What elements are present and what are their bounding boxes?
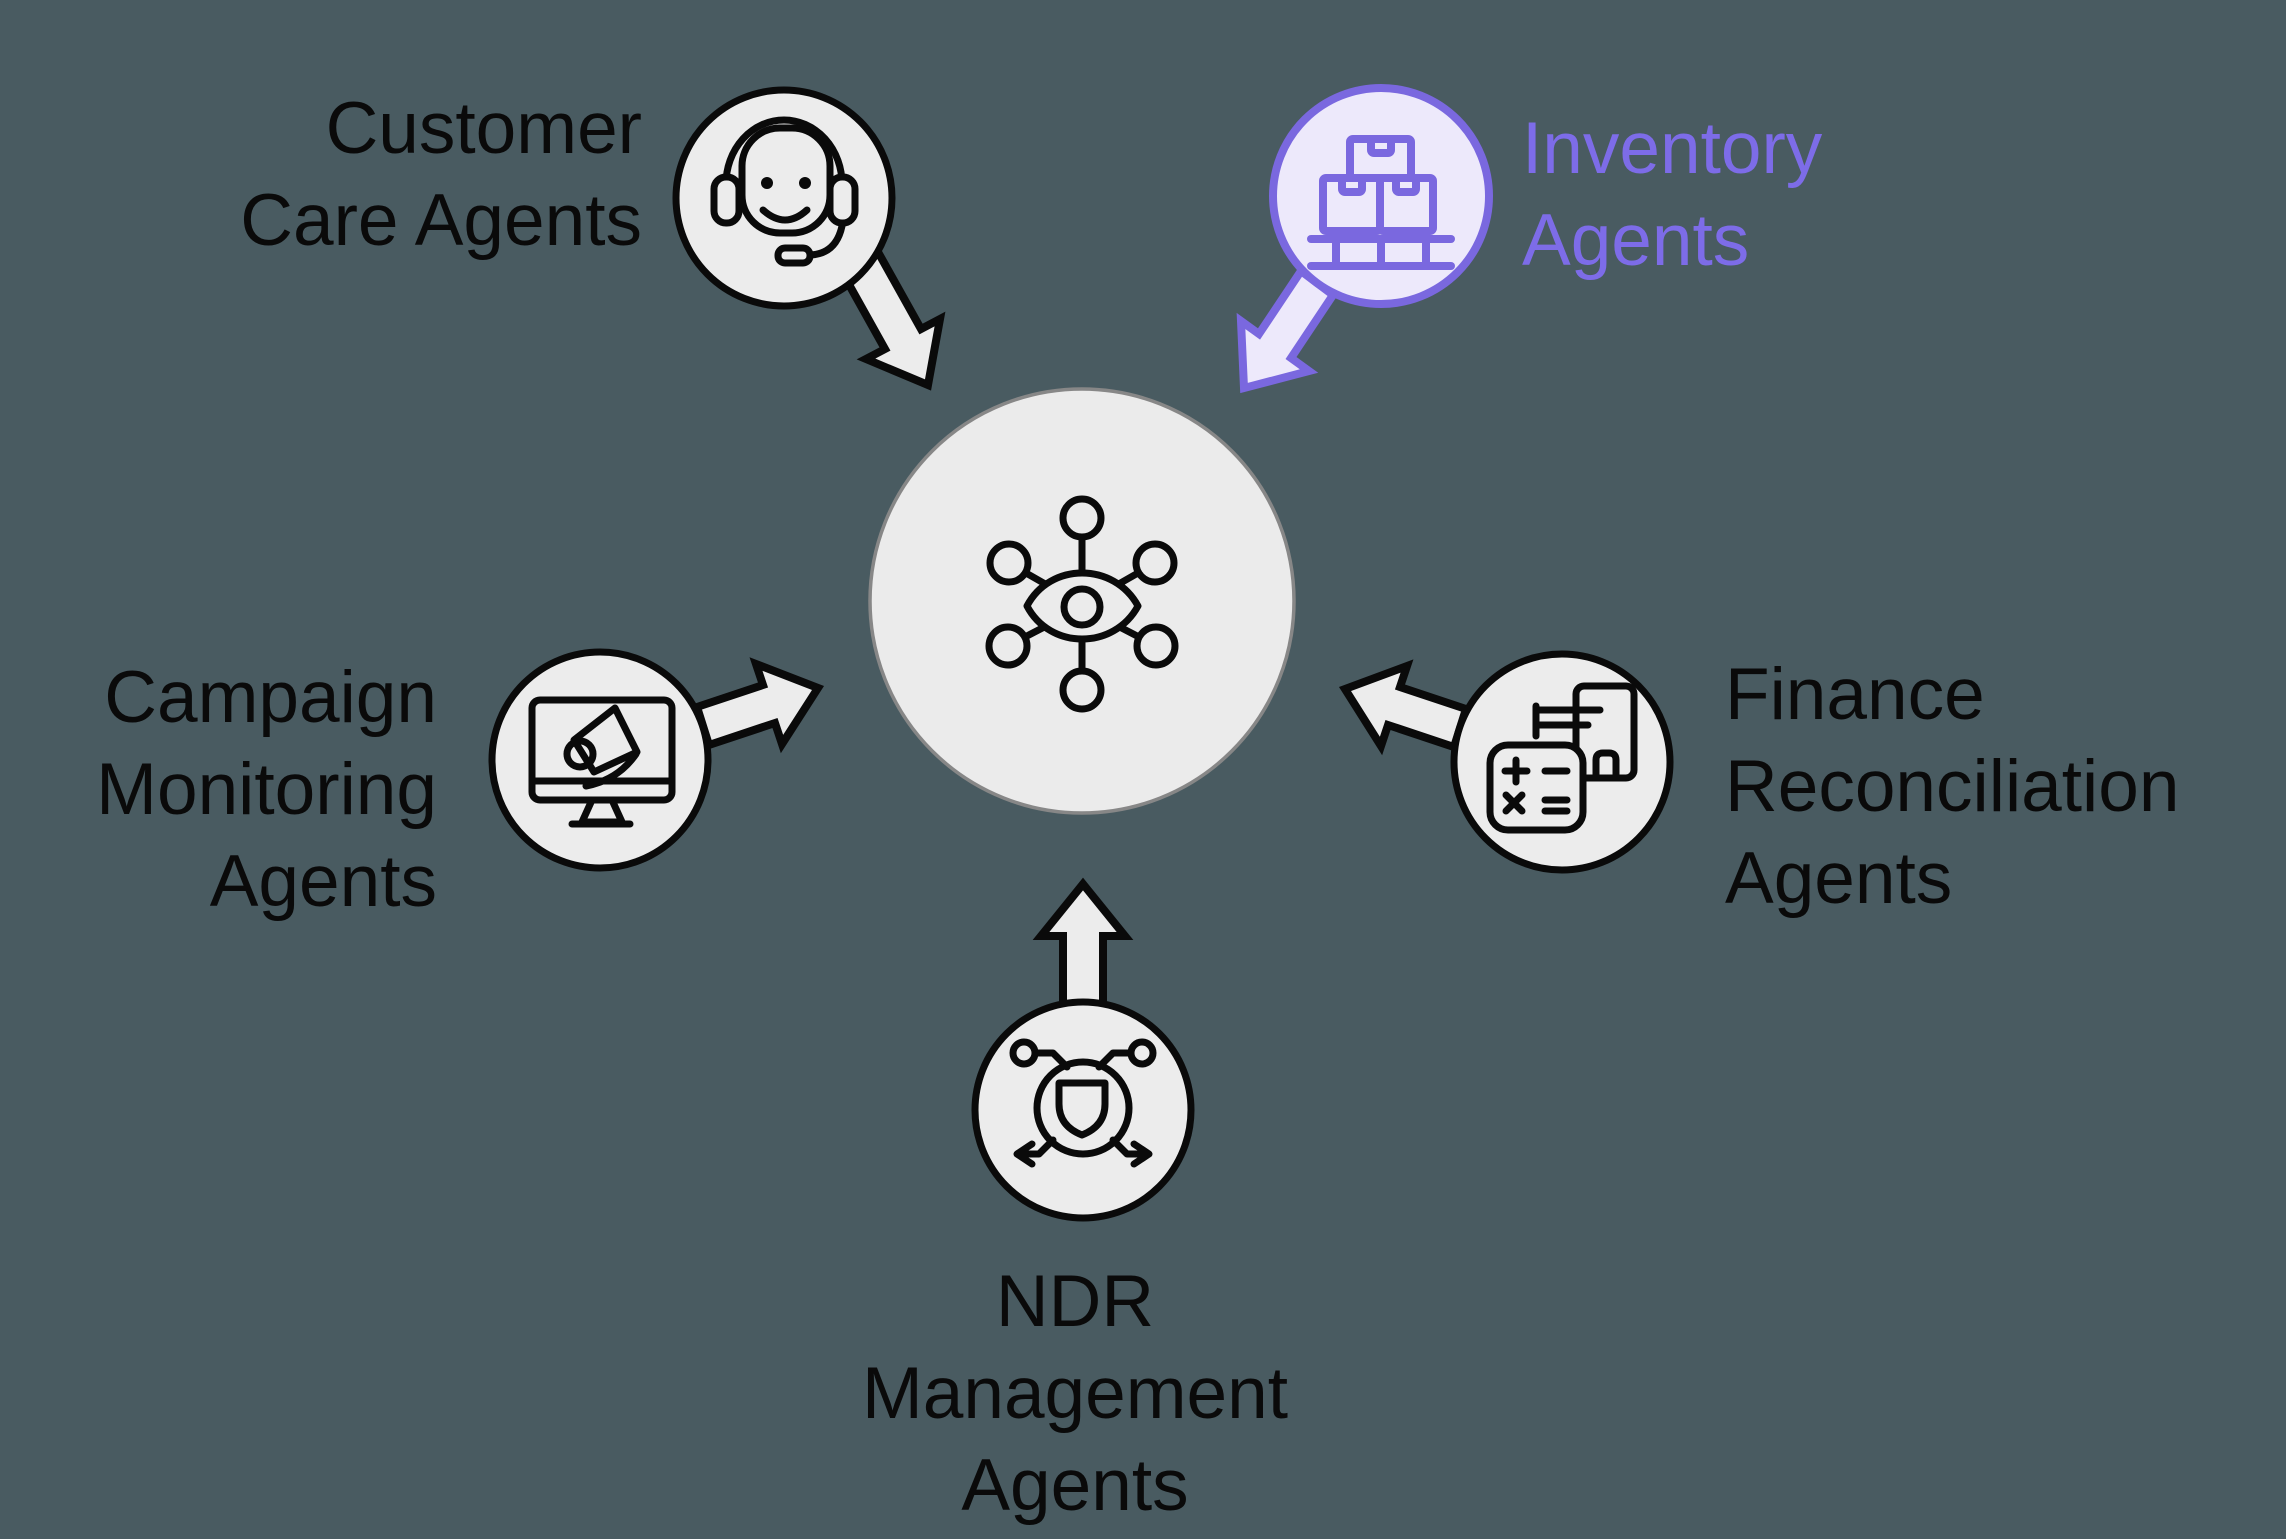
shield-network-icon [1009, 1038, 1157, 1168]
calculator-document-icon [1486, 682, 1638, 834]
ndr-management-label: NDR Management Agents [861, 1261, 1289, 1526]
inventory-pallet-icon [1307, 135, 1455, 270]
central-hub [868, 387, 1296, 815]
monitor-megaphone-icon [528, 696, 676, 828]
ndr-management-node [971, 877, 1195, 1222]
headset-agent-icon [710, 116, 859, 267]
ndr-management-circle [971, 998, 1195, 1222]
campaign-monitoring-node [488, 648, 825, 872]
customer-care-label: Customer Care Agents [240, 88, 642, 261]
campaign-monitoring-arrow [692, 657, 825, 754]
campaign-monitoring-label: Campaign Monitoring Agents [96, 657, 437, 922]
campaign-monitoring-circle [488, 648, 712, 872]
inventory-label: Inventory Agents [1522, 108, 1823, 281]
eye-network-icon [985, 495, 1179, 713]
finance-reconciliation-node [1338, 650, 1674, 874]
customer-care-node [672, 86, 946, 391]
customer-care-circle [672, 86, 896, 310]
inventory-arrow [1236, 265, 1339, 394]
ndr-management-arrow [1032, 877, 1134, 1008]
inventory-node [1236, 84, 1493, 394]
finance-reconciliation-label: Finance Reconciliation Agents [1725, 654, 2180, 919]
customer-care-arrow [836, 246, 946, 391]
finance-reconciliation-arrow [1338, 659, 1471, 756]
